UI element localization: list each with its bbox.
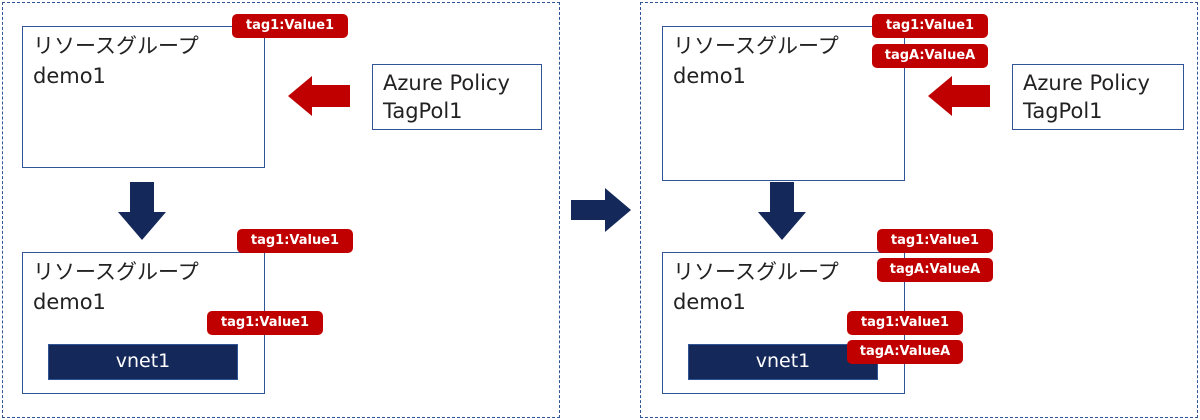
resource-group-top-box: リソースグループ demo1 (22, 26, 265, 168)
resource-group-label: リソースグループ (673, 260, 839, 284)
vnet-label: vnet1 (115, 350, 171, 372)
after-panel (640, 2, 1198, 418)
before-panel (2, 2, 560, 418)
resource-group-name: demo1 (673, 290, 746, 314)
resource-group-name: demo1 (33, 290, 106, 314)
azure-policy-box: Azure Policy TagPol1 (372, 64, 542, 130)
policy-name: TagPol1 (1023, 99, 1103, 123)
resource-group-name: demo1 (33, 64, 106, 88)
resource-group-top-box: リソースグループ demo1 (662, 26, 905, 181)
resource-group-name: demo1 (673, 64, 746, 88)
tag-badge: tagA:ValueA (872, 44, 988, 68)
resource-group-label: リソースグループ (673, 34, 839, 58)
azure-policy-box: Azure Policy TagPol1 (1012, 64, 1184, 130)
tag-badge: tagA:ValueA (877, 258, 993, 282)
arrow-down-icon (118, 182, 166, 240)
tag-badge: tagA:ValueA (847, 340, 963, 364)
policy-name: TagPol1 (383, 99, 463, 123)
arrow-left-icon (288, 76, 350, 116)
arrow-down-icon (758, 182, 806, 240)
tag-badge: tag1:Value1 (237, 229, 353, 253)
tag-badge: tag1:Value1 (207, 311, 323, 335)
vnet-box: vnet1 (688, 344, 878, 380)
arrow-left-icon (928, 76, 990, 116)
vnet-box: vnet1 (48, 344, 238, 380)
policy-title: Azure Policy (1023, 71, 1150, 95)
arrow-right-icon (571, 188, 631, 232)
policy-title: Azure Policy (383, 71, 510, 95)
vnet-label: vnet1 (755, 350, 811, 372)
tag-badge: tag1:Value1 (847, 311, 963, 335)
tag-badge: tag1:Value1 (872, 14, 988, 38)
resource-group-label: リソースグループ (33, 34, 199, 58)
tag-badge: tag1:Value1 (232, 14, 348, 38)
tag-badge: tag1:Value1 (877, 229, 993, 253)
resource-group-label: リソースグループ (33, 260, 199, 284)
